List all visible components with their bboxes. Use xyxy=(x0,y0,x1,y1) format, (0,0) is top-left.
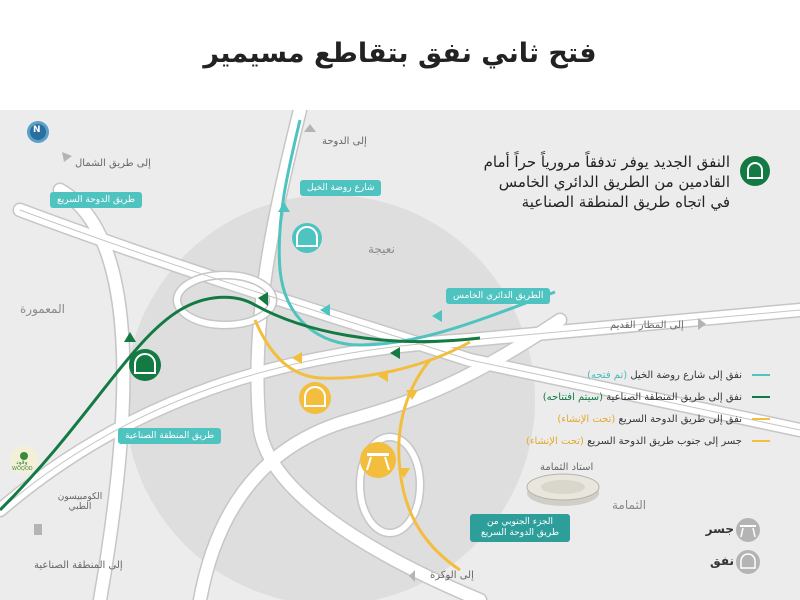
direction-old-airport: إلى المطار القديم xyxy=(610,320,684,331)
legend-swatch xyxy=(752,396,770,398)
school-label: الكومبيسون الطبي xyxy=(57,492,103,512)
chevron-left-icon xyxy=(62,152,72,162)
chevron-down-icon xyxy=(409,570,415,582)
bridge-marker-southern[interactable] xyxy=(360,442,396,478)
compass-icon xyxy=(27,121,49,143)
tunnel-marker-doha-express[interactable] xyxy=(299,382,331,414)
page-title: فتح ثاني نفق بتقاطع مسيمير xyxy=(203,38,597,69)
legend: نفق إلى شارع روضة الخيل (تم فتحه) نفق إل… xyxy=(470,364,770,452)
legend-swatch xyxy=(752,440,770,442)
direction-industrial: إلى المنطقة الصناعية xyxy=(34,560,123,571)
tag-industrial-road: طريق المنطقة الصناعية xyxy=(118,428,222,444)
legend-bridge-symbol xyxy=(736,518,760,542)
tag-doha-expressway: طريق الدوحة السريع xyxy=(50,192,143,208)
chevron-right-icon xyxy=(698,318,706,330)
route-industrial-tunnel xyxy=(0,295,481,512)
legend-item: جسر إلى جنوب طريق الدوحة السريع (تحت الإ… xyxy=(470,430,770,452)
legend-tunnel-label: نفق xyxy=(710,554,734,568)
direction-wakra: إلى الوكرة xyxy=(430,570,474,581)
legend-item: نفق إلى طريق المنطقة الصناعية (سيتم افتت… xyxy=(470,386,770,408)
tag-ring5: الطريق الدائري الخامس xyxy=(446,288,551,304)
legend-label: نفق إلى شارع روضة الخيل xyxy=(630,369,742,381)
woqod-label-en: WOQOD xyxy=(12,466,33,472)
legend-bridge-row: جسر xyxy=(700,522,734,536)
legend-label: نفق إلى طريق الدوحة السريع xyxy=(618,413,742,425)
legend-note: (تم فتحه) xyxy=(587,369,628,381)
legend-tunnel-row: نفق xyxy=(704,554,734,568)
callout-text: النفق الجديد يوفر تدفقاً مرورياً حراً أم… xyxy=(483,153,730,211)
compass-label: N xyxy=(33,125,41,135)
fuel-pump-icon xyxy=(34,524,42,535)
direction-chevrons xyxy=(62,124,706,582)
legend-item: نفق إلى شارع روضة الخيل (تم فتحه) xyxy=(470,364,770,386)
map-canvas xyxy=(0,110,800,600)
tunnel-marker-rawdat[interactable] xyxy=(292,223,322,253)
road-network xyxy=(0,110,800,600)
legend-label: جسر إلى جنوب طريق الدوحة السريع xyxy=(587,435,742,447)
area-thumama: الثمامة xyxy=(612,498,647,512)
legend-item: نفق إلى طريق الدوحة السريع (تحت الإنشاء) xyxy=(470,408,770,430)
route-industrial-arrows xyxy=(124,292,400,359)
tunnel-marker-industrial[interactable] xyxy=(129,349,161,381)
tag-southern-expressway: الجزء الجنوبي من طريق الدوحة السريع xyxy=(470,514,570,542)
stadium-label: استاد الثمامة xyxy=(540,462,594,473)
interchange-map[interactable]: N إلى طريق الشمال إلى الدوحة إلى المطار … xyxy=(0,110,800,600)
area-mamoura: المعمورة xyxy=(20,302,65,316)
legend-tunnel-symbol xyxy=(736,550,760,574)
direction-north: إلى طريق الشمال xyxy=(75,158,151,169)
legend-swatch xyxy=(752,418,770,420)
stadium-icon xyxy=(526,473,600,506)
legend-bridge-label: جسر xyxy=(705,522,734,536)
direction-doha: إلى الدوحة xyxy=(322,136,367,147)
callout-tunnel-icon xyxy=(740,156,770,186)
legend-note: (سيتم افتتاحه) xyxy=(542,391,603,403)
woqod-logo-icon xyxy=(10,446,38,474)
tunnel-icon xyxy=(747,162,763,179)
chevron-up-icon xyxy=(304,124,316,132)
legend-swatch xyxy=(752,374,770,376)
header: فتح ثاني نفق بتقاطع مسيمير xyxy=(0,0,800,110)
route-rawdat-tunnel xyxy=(277,119,556,347)
tag-rawdat-road: شارع روضة الخيل xyxy=(300,180,382,196)
area-naija: نعيجة xyxy=(368,242,395,256)
route-construction-arrows xyxy=(292,352,418,478)
woqod-label: وقود xyxy=(16,459,28,466)
legend-note: (تحت الإنشاء) xyxy=(525,435,584,447)
route-rawdat-arrows xyxy=(278,202,442,322)
legend-label: نفق إلى طريق المنطقة الصناعية xyxy=(606,391,742,403)
legend-note: (تحت الإنشاء) xyxy=(557,413,616,425)
